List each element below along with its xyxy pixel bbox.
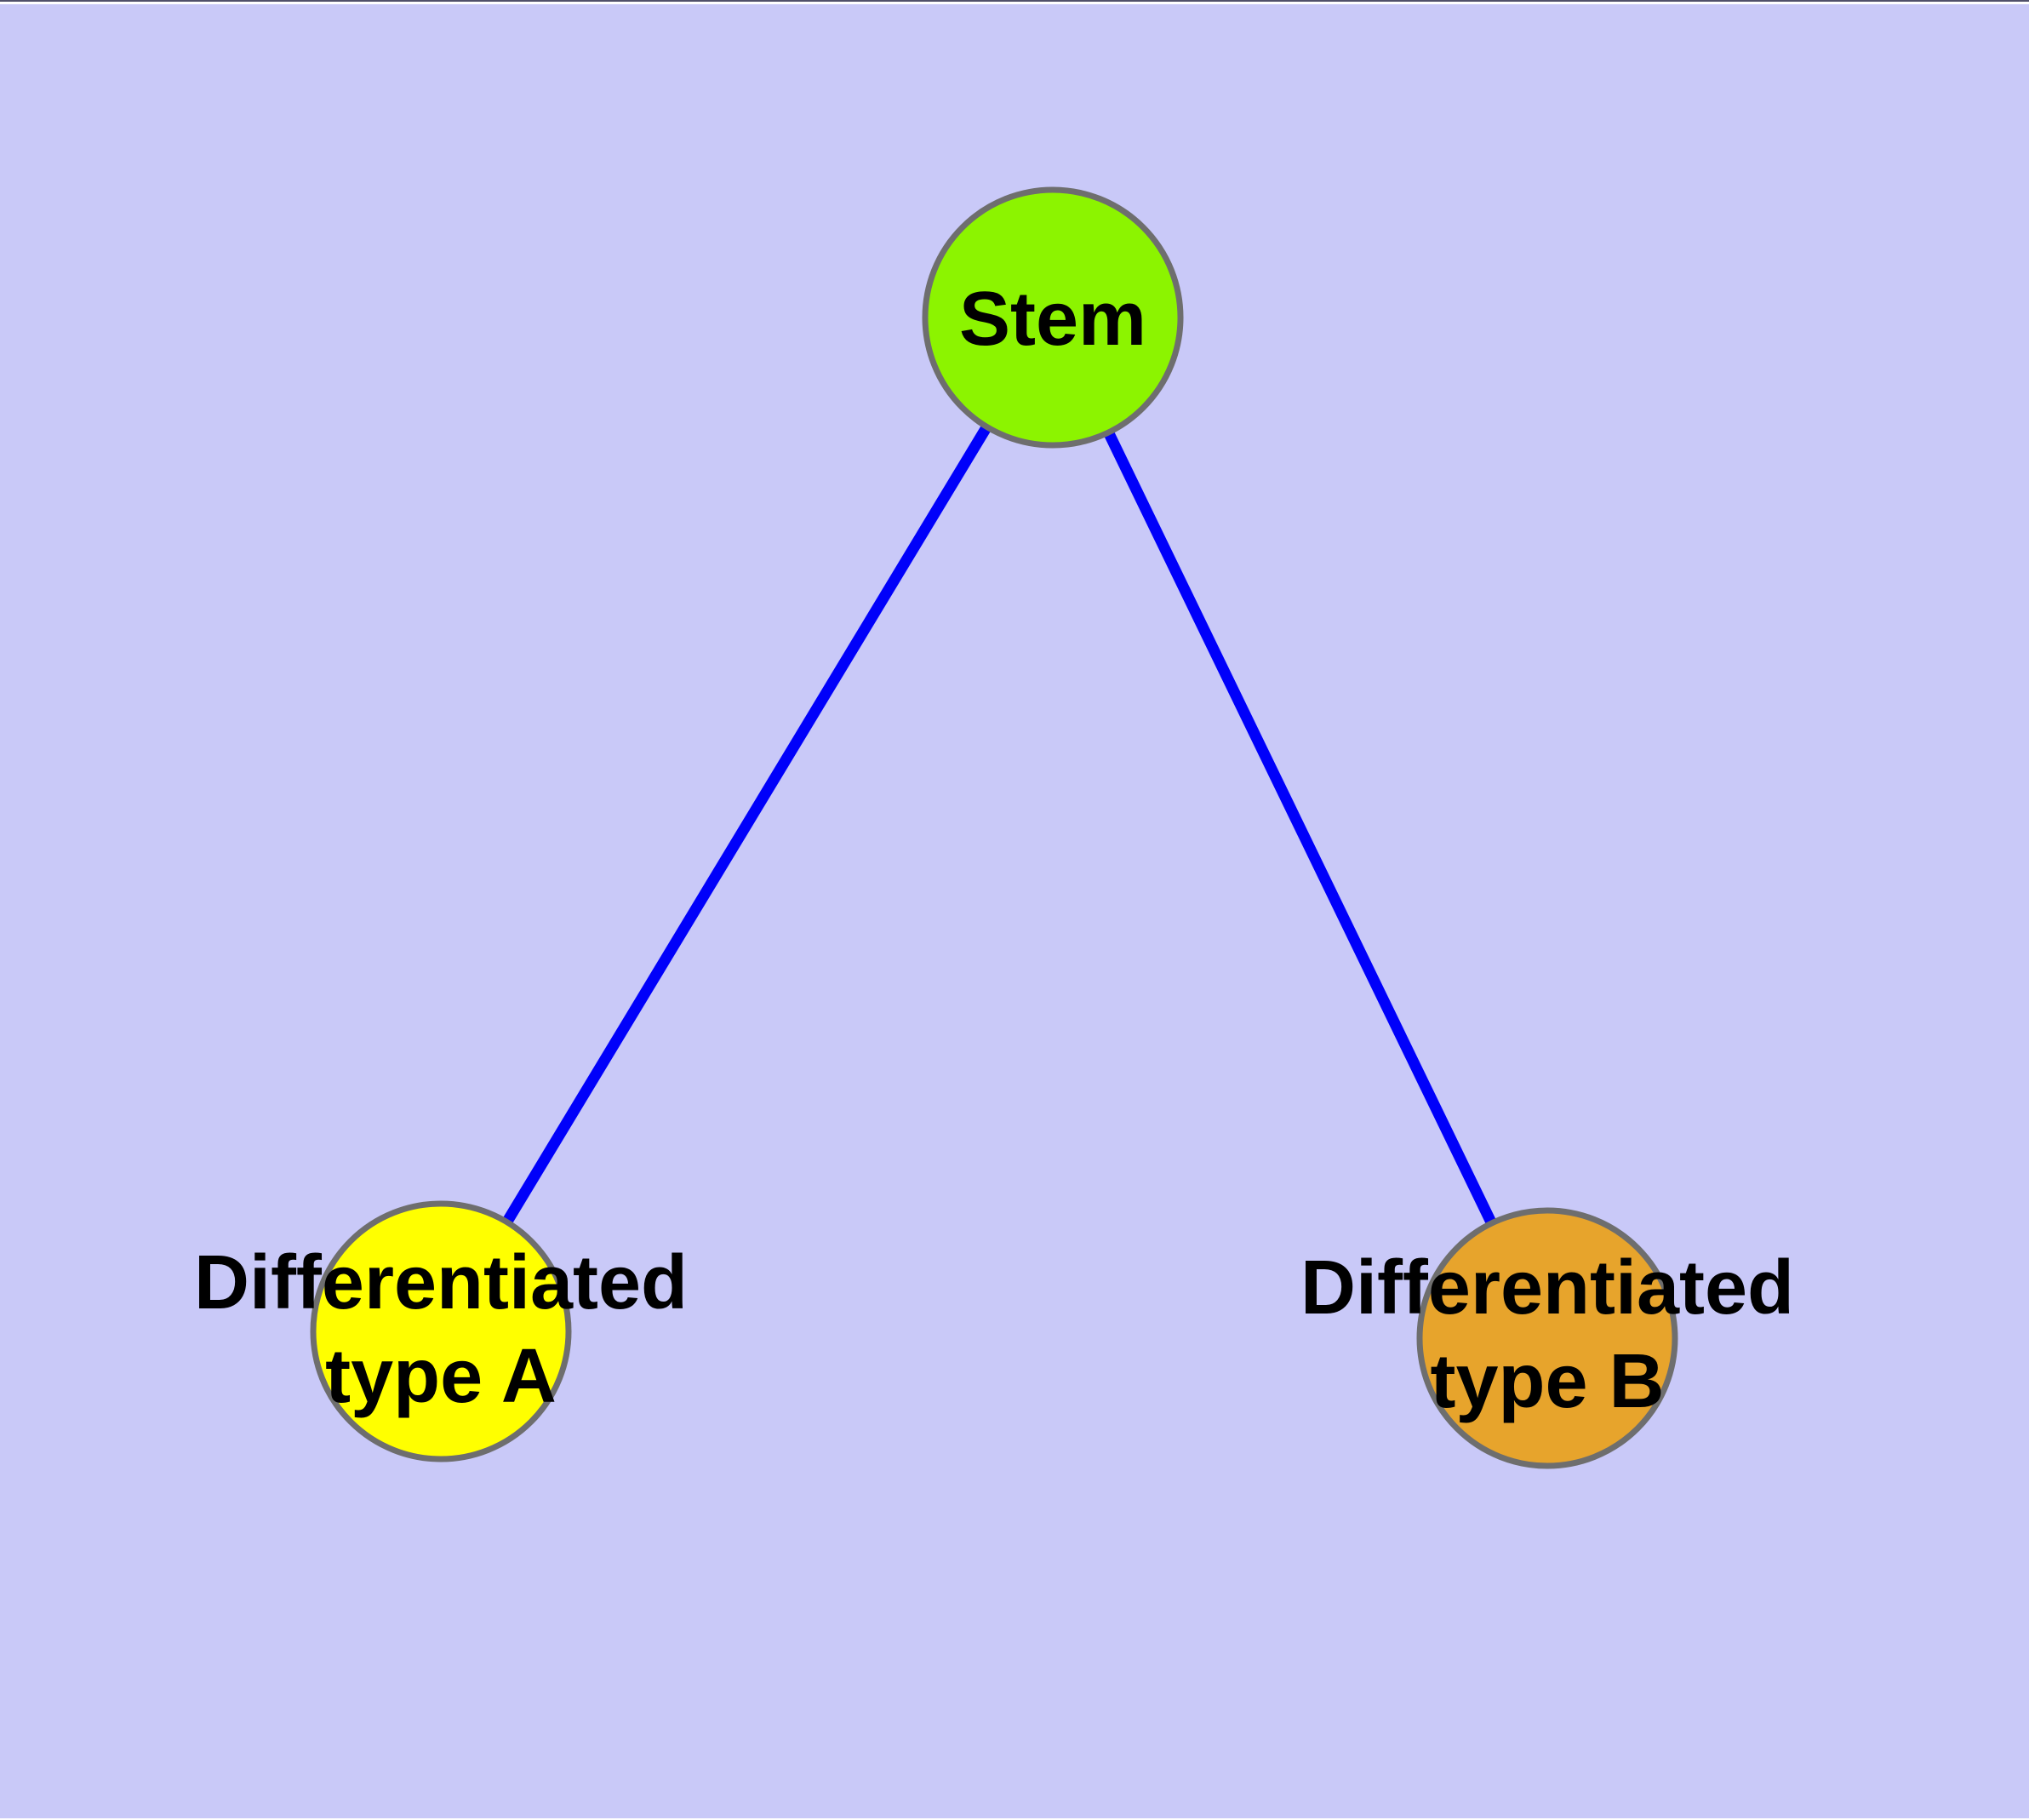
node-differentiated-type-b-label-line2: type B [1430,1339,1664,1424]
node-differentiated-type-b [1416,1207,1678,1469]
node-stem-label: Stem [959,277,1146,362]
node-stem [922,186,1184,449]
node-differentiated-type-a [310,1200,572,1462]
edge-stem-to-type-a [436,314,1058,1335]
node-differentiated-type-a-label-line1: Differentiated [194,1240,688,1325]
node-differentiated-type-a-label-line2: type A [325,1334,557,1419]
window-top-edge-light [0,2,2029,4]
window-top-edge-dark [0,0,2029,2]
edge-stem-to-type-b [1048,315,1552,1341]
node-differentiated-type-b-label-line1: Differentiated [1300,1245,1794,1331]
window-bottom-edge-light [0,1818,2029,1820]
node-differentiated-type-a-label: Differentiated type A [194,1240,688,1419]
